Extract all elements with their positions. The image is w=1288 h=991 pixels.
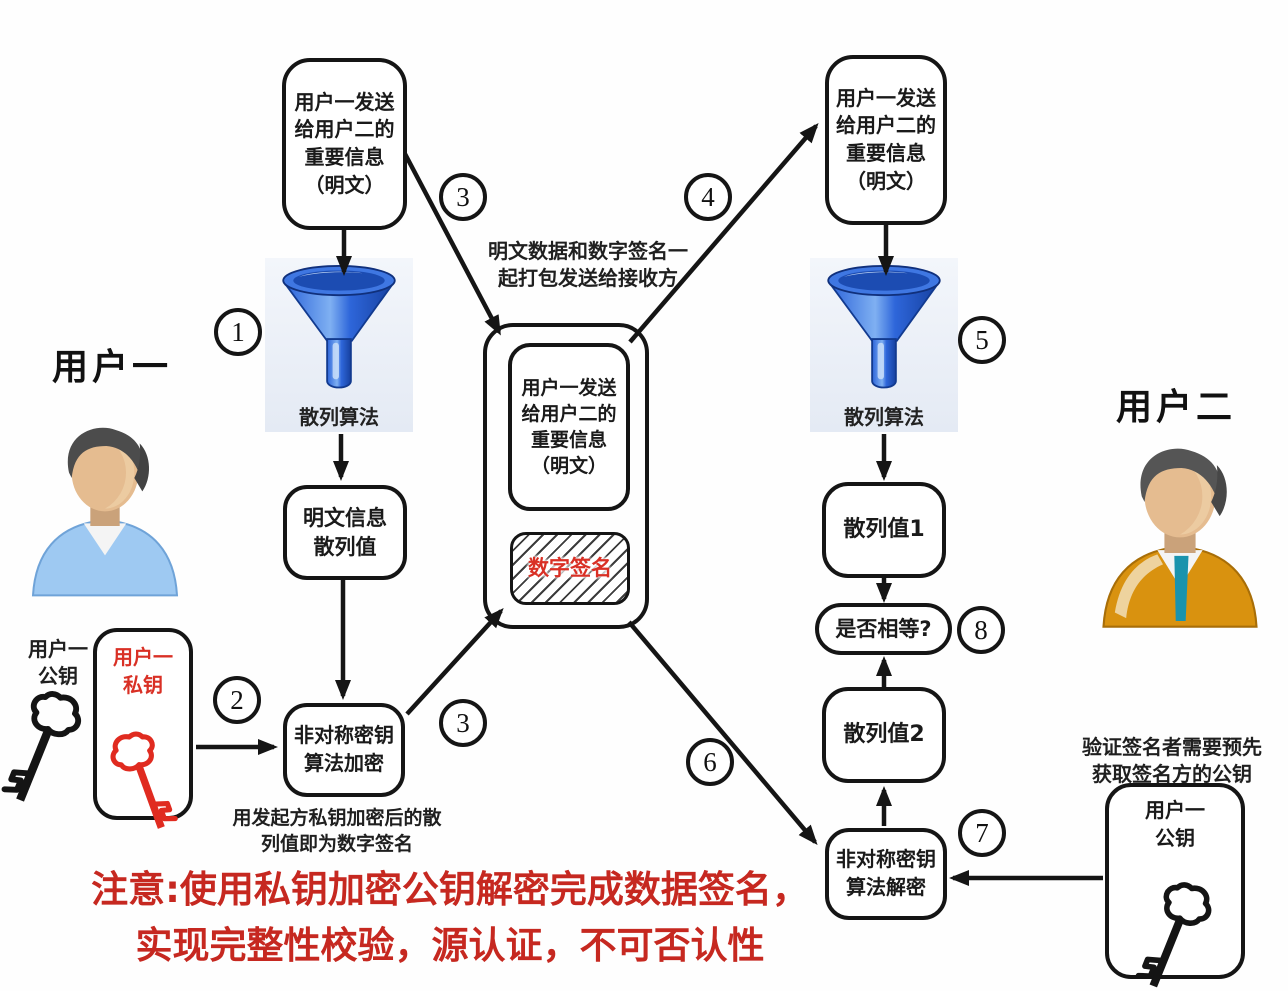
step-number: 7 <box>975 817 989 848</box>
funnel-icon <box>282 265 396 389</box>
user1-public-key-label: 用户一 公钥 <box>1145 798 1205 850</box>
verify-note: 验证签名者需要预先 获取签名方的公钥 <box>1082 735 1262 786</box>
message-text: 用户一发送 给用户二的 重要信息 （明文） <box>521 376 617 478</box>
signed-package-box <box>483 323 649 629</box>
step-number: 3 <box>456 707 470 738</box>
plaintext-hash-box: 明文信息 散列值 <box>283 485 407 580</box>
message-text: 用户一发送 给用户二的 重要信息 （明文） <box>836 85 936 193</box>
asym-decrypt-box: 非对称密钥 算法解密 <box>825 828 947 920</box>
message-plaintext-box-center: 用户一发送 给用户二的 重要信息 （明文） <box>508 343 630 511</box>
asym-decrypt-text: 非对称密钥 算法解密 <box>836 847 936 899</box>
asym-encrypt-text: 非对称密钥 算法加密 <box>294 723 394 775</box>
equal-check-box: 是否相等? <box>815 603 952 655</box>
asym-encrypt-box: 非对称密钥 算法加密 <box>283 703 405 797</box>
step-number: 2 <box>230 684 244 715</box>
plaintext-hash-text: 明文信息 散列值 <box>303 505 387 559</box>
step-circle-3b: 3 <box>439 699 487 747</box>
step-circle-1: 1 <box>214 308 262 356</box>
hash-value-1-text: 散列值1 <box>843 516 925 542</box>
public-key-icon <box>0 676 100 826</box>
user1-private-key-box: 用户一 私钥 <box>93 628 193 830</box>
user1-private-key-label: 用户一 私钥 <box>113 645 173 697</box>
step-circle-2: 2 <box>213 676 261 724</box>
hash-value-1-box: 散列值1 <box>822 482 946 578</box>
step-number: 6 <box>703 746 717 777</box>
equal-check-text: 是否相等? <box>835 616 932 641</box>
digital-signature-box: 数字签名 <box>510 532 630 605</box>
step-number: 1 <box>231 316 245 347</box>
hash-value-2-box: 散列值2 <box>822 687 946 783</box>
public-key-icon <box>1114 848 1236 991</box>
user1-public-key-box: 用户一 公钥 <box>1105 783 1245 988</box>
user2-label: 用户二 <box>1116 387 1237 428</box>
package-note: 明文数据和数字签名一 起打包发送给接收方 <box>488 239 688 290</box>
hash-value-2-text: 散列值2 <box>843 721 925 747</box>
hash-algorithm-label: 散列算法 <box>299 405 379 429</box>
hash-funnel-left: 散列算法 <box>265 258 413 432</box>
warning-note: 注意:使用私钥加密公钥解密完成数据签名， 实现完整性校验，源认证，不可否认性 <box>91 868 809 967</box>
step-circle-8: 8 <box>957 606 1005 654</box>
step-number: 3 <box>456 181 470 212</box>
step-number: 8 <box>974 614 988 645</box>
step-circle-6: 6 <box>686 738 734 786</box>
step-circle-4: 4 <box>684 173 732 221</box>
step-number: 5 <box>975 324 989 355</box>
user1-avatar <box>25 412 185 612</box>
hash-funnel-right: 散列算法 <box>810 258 958 432</box>
step-number: 4 <box>701 181 715 212</box>
message-plaintext-box-left: 用户一发送 给用户二的 重要信息 （明文） <box>282 58 407 230</box>
digital-signature-text: 数字签名 <box>528 556 612 581</box>
step-circle-7: 7 <box>958 809 1006 857</box>
step-circle-5: 5 <box>958 316 1006 364</box>
private-key-icon <box>88 698 198 852</box>
message-plaintext-box-right: 用户一发送 给用户二的 重要信息 （明文） <box>825 55 947 225</box>
user1-public-key-label: 用户一 公钥 <box>28 637 88 688</box>
user2-avatar <box>1095 432 1265 644</box>
message-text: 用户一发送 给用户二的 重要信息 （明文） <box>294 89 395 197</box>
user1-label: 用户一 <box>52 347 173 388</box>
step-circle-3a: 3 <box>439 173 487 221</box>
signature-note: 用发起方私钥加密后的散 列值即为数字签名 <box>232 807 442 855</box>
hash-algorithm-label: 散列算法 <box>844 405 924 429</box>
